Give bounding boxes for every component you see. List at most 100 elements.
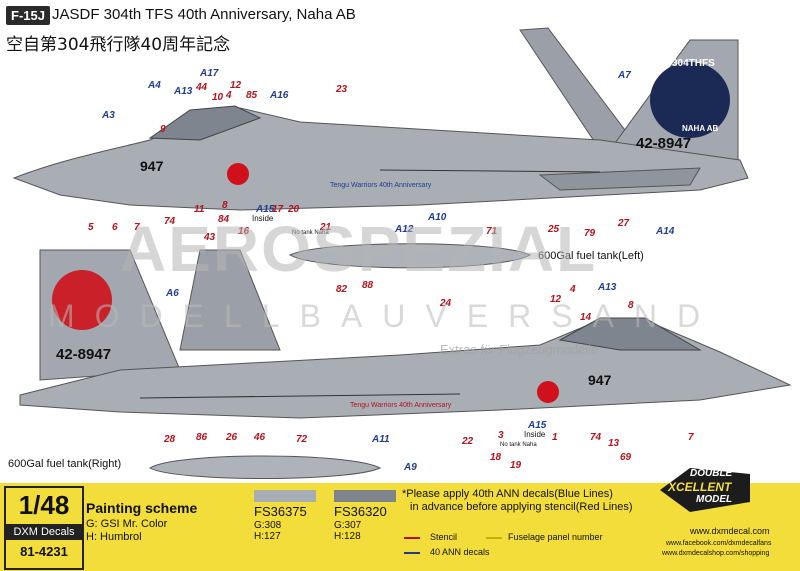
top-inscription: Tengu Warriors 40th Anniversary [330,182,432,189]
top-tail-badge [650,62,730,138]
callout-red: 82 [336,284,348,295]
callout-red: 79 [584,228,596,239]
callout-red: 46 [254,432,266,443]
legend-stencil-line [404,537,420,539]
callout-blue: A13 [598,282,617,293]
bottom-inside-label-2: No tank Naha [500,442,537,448]
callout-red: 8 [222,200,228,211]
callout-red: 22 [462,436,474,447]
callout-blue: A4 [148,80,161,91]
swatch-fs36320 [334,490,396,502]
top-fuel-tank-label: 600Gal fuel tank(Left) [538,250,644,262]
callout-red: 88 [362,280,374,291]
top-tail-code: 42-8947 [636,135,692,152]
logo-line3: MODEL [696,494,733,505]
legend-40ann-line [404,552,420,554]
legend-40ann: 40 ANN decals [430,547,490,557]
callout-red: 24 [440,298,452,309]
paint-h-line: H: Humbrol [86,531,142,543]
footer-bar [0,483,800,571]
callout-red: 43 [204,232,216,243]
callout-red: 72 [296,434,308,445]
website-link[interactable]: www.dxmdecal.com [690,526,770,536]
legend-fuselage-line [486,537,502,539]
callout-blue: A17 [200,68,219,79]
callout-red: 69 [620,452,632,463]
bottom-nose-number: 947 [588,372,612,388]
callout-red: 25 [548,224,560,235]
facebook-link[interactable]: www.facebook.com/dxmdecalfans [666,540,772,547]
callout-red: 6 [112,222,118,233]
page-title-japanese: 空自第304飛行隊40周年記念 [6,35,231,55]
callout-blue: A3 [102,110,115,121]
painting-scheme-title: Painting scheme [86,500,198,516]
callout-red: 5 [88,222,94,233]
fs1-h: H:127 [254,531,281,542]
callout-red: 71 [486,226,498,237]
top-tail-badge-bottom: NAHA AB [682,124,719,133]
bottom-aircraft-profile [19,249,792,479]
top-aircraft-canopy [148,105,262,141]
top-tail-badge-top: 304THFS [672,58,715,69]
callout-red: 21 [320,222,332,233]
notice-line2: in advance before applying stencil(Red L… [410,501,633,513]
bottom-fuel-tank [149,455,382,479]
callout-red: 10 [212,92,224,103]
callout-red: 20 [288,204,300,215]
top-aircraft-stabilizer [538,167,701,191]
callout-red: 19 [510,460,522,471]
paint-g-line: G: GSI Mr. Color [86,518,168,530]
callout-blue: A7 [618,70,631,81]
fs2-h: H:128 [334,531,361,542]
top-nose-number: 947 [140,158,164,174]
top-aircraft-hinomaru [227,163,249,185]
callout-red: 17 [272,204,284,215]
callout-red: 7 [688,432,694,443]
callout-red: 4 [226,90,232,101]
fs1-g: G:308 [254,520,282,531]
callout-red: 14 [580,312,592,323]
application-notice: *Please apply 40th ANN decals(Blue Lines… [402,488,633,514]
top-aircraft-vertical-tail [519,27,642,151]
shop-link[interactable]: www.dxmdecalshop.com/shopping [662,550,770,557]
top-fuel-tank [288,243,532,269]
callout-red: 1 [552,432,558,443]
callout-red: 12 [550,294,562,305]
callout-red: 8 [628,300,634,311]
page-title: JASDF 304th TFS 40th Anniversary, Naha A… [52,6,356,23]
catalog-number: 81-4231 [20,544,68,559]
callout-red: 3 [498,430,504,441]
fs2-code: FS36320 [334,504,387,519]
scale-box: 1/48 DXM Decals 81-4231 [4,486,84,570]
aircraft-profiles [12,27,792,479]
callout-red: 84 [218,214,230,225]
callout-red: 28 [164,434,176,445]
callout-red: 26 [226,432,238,443]
callout-blue: A13 [174,86,193,97]
callout-red: 18 [490,452,502,463]
callout-red: 7 [134,222,140,233]
fs2-g: G:307 [334,520,362,531]
callout-red: 16 [238,226,250,237]
callout-blue: A15 [256,204,275,215]
swatch-fs36375 [254,490,316,502]
callout-blue: A14 [656,226,675,237]
scale-label: 1/48 [18,490,70,520]
watermark-line2: MODELLBAUVERSAND [48,298,721,334]
logo-line1: DOUBLE [690,468,733,479]
callout-red: 9 [160,124,166,135]
aircraft-type-tag: F-15J [6,6,50,25]
callout-red: 4 [570,284,576,295]
callout-red: 12 [230,80,242,91]
callout-red: 13 [608,438,620,449]
callout-red: 23 [336,84,348,95]
watermark-line3: Extras für Flugzeugmodelle [440,342,599,357]
legend-fuselage: Fuselage panel number [508,532,603,542]
callout-blue: A11 [372,434,390,445]
callout-blue: A6 [166,288,179,299]
bottom-tail-code: 42-8947 [56,346,112,363]
callout-blue: A12 [395,224,414,235]
bottom-inscription: Tengu Warriors 40th Anniversary [350,402,452,409]
top-inside-label-2: No tank Naha [292,230,329,236]
fs1-code: FS36375 [254,504,307,519]
